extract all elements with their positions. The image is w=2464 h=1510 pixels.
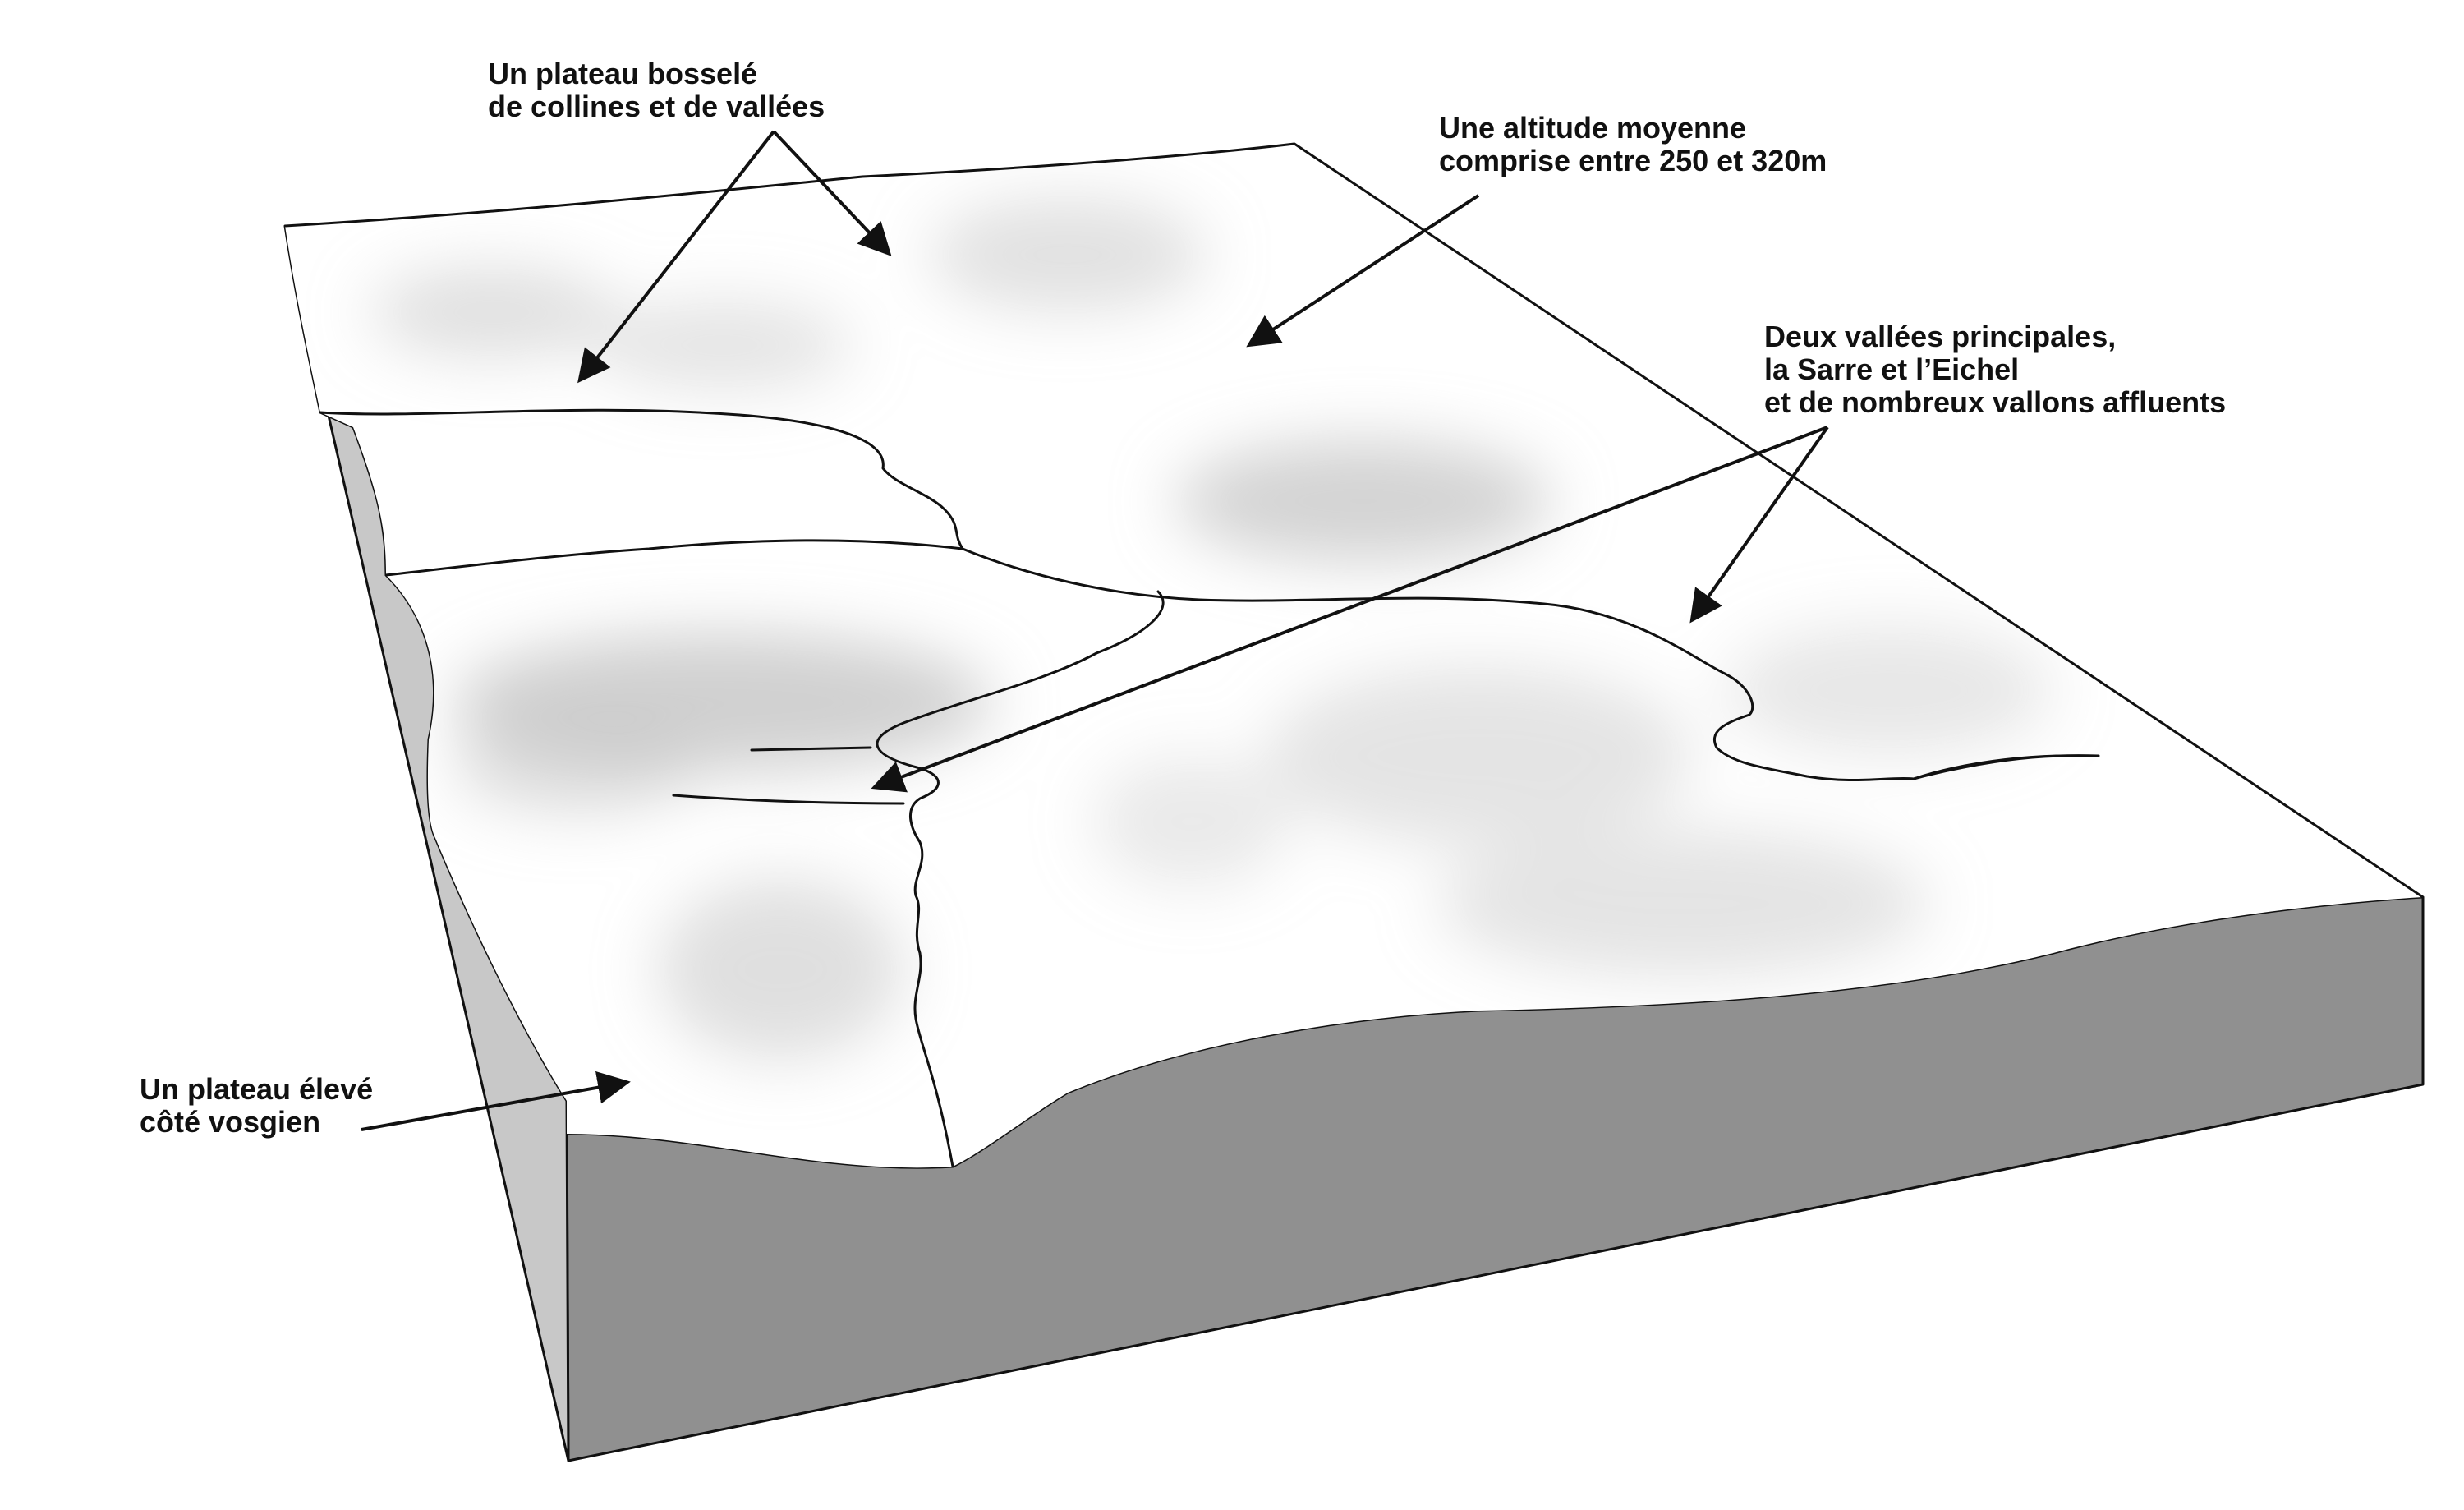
tributary-short-2 bbox=[672, 794, 905, 805]
hill-shading bbox=[370, 197, 2053, 1060]
valley-upper-branch bbox=[384, 539, 2071, 782]
label-plateau-bossele: Un plateau bosselé de collines et de val… bbox=[488, 57, 825, 123]
valley-lines bbox=[319, 408, 2100, 1168]
top-surface-outline bbox=[284, 142, 2424, 899]
main-river bbox=[876, 651, 1098, 1168]
arrow-vallees-left bbox=[871, 426, 1828, 793]
arrow-plateau-eleve bbox=[361, 1070, 631, 1131]
annotation-arrows bbox=[361, 130, 1829, 1131]
arrow-plateau-bossele-right bbox=[772, 130, 892, 256]
label-altitude: Une altitude moyenne comprise entre 250 … bbox=[1439, 111, 1827, 177]
valley-branch-east bbox=[1095, 590, 1165, 655]
arrow-plateau-bossele-left bbox=[577, 130, 775, 384]
tributary-east bbox=[1912, 754, 2100, 780]
label-vallees: Deux vallées principales, la Sarre et l’… bbox=[1764, 320, 2227, 419]
arrow-altitude bbox=[1246, 194, 1480, 348]
tributary-short-1 bbox=[750, 746, 872, 752]
arrow-vallees-right bbox=[1689, 426, 1829, 624]
label-plateau-eleve: Un plateau élevé côté vosgien bbox=[140, 1072, 374, 1139]
northern-tributary bbox=[319, 408, 964, 550]
